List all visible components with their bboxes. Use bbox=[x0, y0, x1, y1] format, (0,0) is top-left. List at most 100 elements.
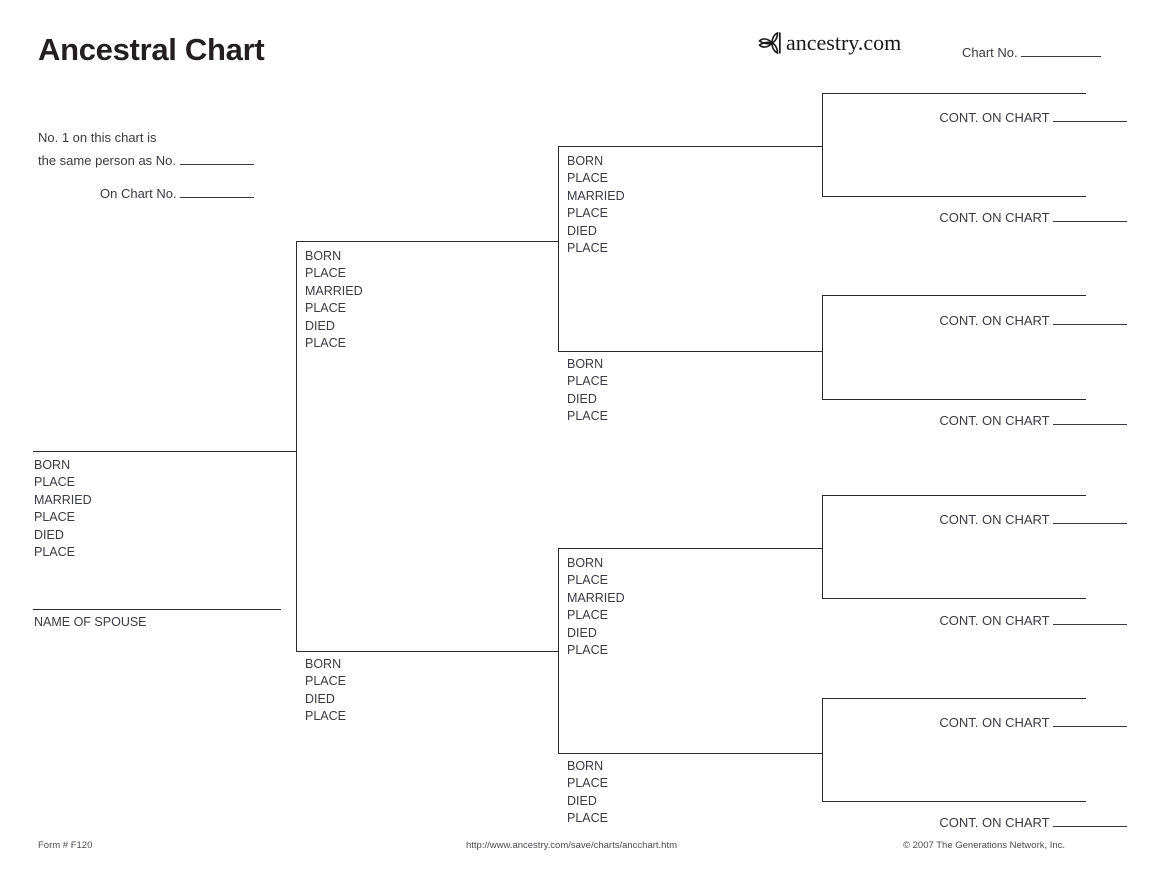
gen4-bracket-c-spine bbox=[822, 495, 823, 599]
gen4-cont-blank-1[interactable] bbox=[1053, 121, 1127, 122]
gen2-mother-fields: BORN PLACE DIED PLACE bbox=[305, 656, 346, 726]
gen2-father-field-born: BORN bbox=[305, 249, 342, 263]
gen4-cont-blank-4[interactable] bbox=[1053, 424, 1127, 425]
person1-field-died: DIED bbox=[34, 527, 64, 542]
gen4-cont-label-7: CONT. ON CHART bbox=[939, 715, 1050, 730]
gen4-person7-name-line[interactable] bbox=[822, 698, 1086, 699]
gen3-mgm-field-died: DIED bbox=[567, 793, 597, 808]
gen3-mgf-field-died: DIED bbox=[567, 625, 597, 640]
gen2-father-field-died: DIED bbox=[305, 318, 335, 333]
gen3-mgm-field-place2: PLACE bbox=[567, 811, 608, 826]
gen2-father-field-place3: PLACE bbox=[305, 336, 346, 351]
gen2-mother-field-born: BORN bbox=[305, 657, 342, 671]
gen4-cont-blank-5[interactable] bbox=[1053, 523, 1127, 524]
note-line-3: On Chart No. bbox=[100, 186, 177, 201]
footer-form-number: Form # F120 bbox=[38, 840, 93, 851]
gen3-mgf-field-place1: PLACE bbox=[567, 573, 608, 588]
gen4-cont-on-chart-2[interactable]: CONT. ON CHART bbox=[873, 210, 1127, 225]
note-line-3-wrap: On Chart No. bbox=[38, 182, 255, 205]
gen4-cont-on-chart-8[interactable]: CONT. ON CHART bbox=[873, 815, 1127, 830]
gen4-cont-blank-6[interactable] bbox=[1053, 624, 1127, 625]
gen3-mgm-field-born: BORN bbox=[567, 759, 604, 773]
gen3-mgm-field-place1: PLACE bbox=[567, 776, 608, 791]
person1-field-born: BORN bbox=[34, 458, 71, 472]
chart-no-blank[interactable] bbox=[1021, 56, 1102, 57]
gen4-cont-label-2: CONT. ON CHART bbox=[939, 210, 1050, 225]
gen3-pgf-name-line[interactable] bbox=[558, 146, 822, 147]
gen4-person6-name-line[interactable] bbox=[822, 598, 1086, 599]
gen4-person8-name-line[interactable] bbox=[822, 801, 1086, 802]
gen3-pgf-field-born: BORN bbox=[567, 154, 604, 168]
person1-name-line[interactable] bbox=[33, 451, 286, 452]
gen2-father-name-line[interactable] bbox=[296, 241, 559, 242]
person1-field-place2: PLACE bbox=[34, 510, 75, 525]
gen3-pgm-name-line[interactable] bbox=[558, 351, 822, 352]
gen4-bracket-c-to-gen3-connector bbox=[812, 548, 823, 549]
gen2-mother-field-died: DIED bbox=[305, 691, 335, 706]
chart-no-label: Chart No. bbox=[962, 45, 1018, 60]
gen3-lower-to-gen2-connector bbox=[548, 651, 559, 652]
chart-cross-reference-note: No. 1 on this chart is the same person a… bbox=[38, 126, 255, 205]
gen4-person5-name-line[interactable] bbox=[822, 495, 1086, 496]
gen4-person3-name-line[interactable] bbox=[822, 295, 1086, 296]
gen3-mgf-field-married: MARRIED bbox=[567, 590, 625, 605]
note-line-2-wrap: the same person as No. bbox=[38, 149, 254, 172]
gen3-pgm-field-died: DIED bbox=[567, 391, 597, 406]
gen4-cont-blank-7[interactable] bbox=[1053, 726, 1127, 727]
gen3-mgf-name-line[interactable] bbox=[558, 548, 822, 549]
gen4-cont-on-chart-7[interactable]: CONT. ON CHART bbox=[873, 715, 1127, 730]
gen2-bracket-spine bbox=[296, 241, 297, 652]
note-line-1: No. 1 on this chart is bbox=[38, 130, 157, 145]
gen2-father-fields: BORN PLACE MARRIED PLACE DIED PLACE bbox=[305, 248, 363, 352]
gen4-cont-on-chart-3[interactable]: CONT. ON CHART bbox=[873, 313, 1127, 328]
on-chart-no-blank[interactable] bbox=[180, 197, 255, 198]
page-title: Ancestral Chart bbox=[38, 32, 265, 67]
gen4-cont-on-chart-1[interactable]: CONT. ON CHART bbox=[873, 110, 1127, 125]
gen4-cont-blank-3[interactable] bbox=[1053, 324, 1127, 325]
gen4-bracket-b-spine bbox=[822, 295, 823, 399]
gen4-person2-name-line[interactable] bbox=[822, 196, 1086, 197]
ancestry-leaf-icon bbox=[757, 30, 783, 56]
brand-name: ancestry.com bbox=[786, 30, 902, 55]
note-line-2: the same person as No. bbox=[38, 153, 177, 168]
gen4-person1-name-line[interactable] bbox=[822, 93, 1086, 94]
gen4-cont-on-chart-6[interactable]: CONT. ON CHART bbox=[873, 613, 1127, 628]
gen4-cont-on-chart-5[interactable]: CONT. ON CHART bbox=[873, 512, 1127, 527]
gen3-mgf-fields: BORN PLACE MARRIED PLACE DIED PLACE bbox=[567, 555, 625, 659]
gen3-mgm-name-line[interactable] bbox=[558, 753, 822, 754]
gen2-mother-field-place2: PLACE bbox=[305, 709, 346, 724]
person1-spouse-line[interactable] bbox=[33, 609, 281, 610]
gen4-cont-on-chart-4[interactable]: CONT. ON CHART bbox=[873, 413, 1127, 428]
gen3-mgf-field-place2: PLACE bbox=[567, 608, 608, 623]
person1-field-place1: PLACE bbox=[34, 475, 75, 490]
person1-field-place3: PLACE bbox=[34, 545, 75, 560]
gen3-pgf-fields: BORN PLACE MARRIED PLACE DIED PLACE bbox=[567, 153, 625, 257]
footer-copyright: © 2007 The Generations Network, Inc. bbox=[903, 840, 1066, 851]
gen3-pgf-field-place3: PLACE bbox=[567, 241, 608, 256]
gen3-upper-to-gen2-connector bbox=[548, 241, 559, 242]
footer-url[interactable]: http://www.ancestry.com/save/charts/ancc… bbox=[466, 840, 678, 851]
gen4-bracket-b-to-gen3-connector bbox=[812, 351, 823, 352]
gen3-mgf-field-place3: PLACE bbox=[567, 643, 608, 658]
gen4-bracket-a-to-gen3-connector bbox=[812, 146, 823, 147]
gen4-cont-blank-2[interactable] bbox=[1053, 221, 1127, 222]
gen2-mother-name-line[interactable] bbox=[296, 651, 559, 652]
gen4-cont-blank-8[interactable] bbox=[1053, 826, 1127, 827]
gen2-mother-field-place1: PLACE bbox=[305, 674, 346, 689]
gen4-cont-label-8: CONT. ON CHART bbox=[939, 815, 1050, 830]
gen3-pgf-field-married: MARRIED bbox=[567, 188, 625, 203]
gen4-cont-label-1: CONT. ON CHART bbox=[939, 110, 1050, 125]
person1-field-married: MARRIED bbox=[34, 492, 92, 507]
gen4-cont-label-3: CONT. ON CHART bbox=[939, 313, 1050, 328]
gen3-pgf-field-place1: PLACE bbox=[567, 171, 608, 186]
gen3-pgm-field-place2: PLACE bbox=[567, 409, 608, 424]
gen2-father-field-place1: PLACE bbox=[305, 266, 346, 281]
gen4-person4-name-line[interactable] bbox=[822, 399, 1086, 400]
same-person-no-blank[interactable] bbox=[179, 164, 254, 165]
gen4-bracket-d-to-gen3-connector bbox=[812, 753, 823, 754]
gen4-cont-label-4: CONT. ON CHART bbox=[939, 413, 1050, 428]
gen2-father-field-married: MARRIED bbox=[305, 283, 363, 298]
chart-no-field[interactable]: Chart No. bbox=[962, 45, 1102, 60]
gen3-pgf-field-died: DIED bbox=[567, 223, 597, 238]
